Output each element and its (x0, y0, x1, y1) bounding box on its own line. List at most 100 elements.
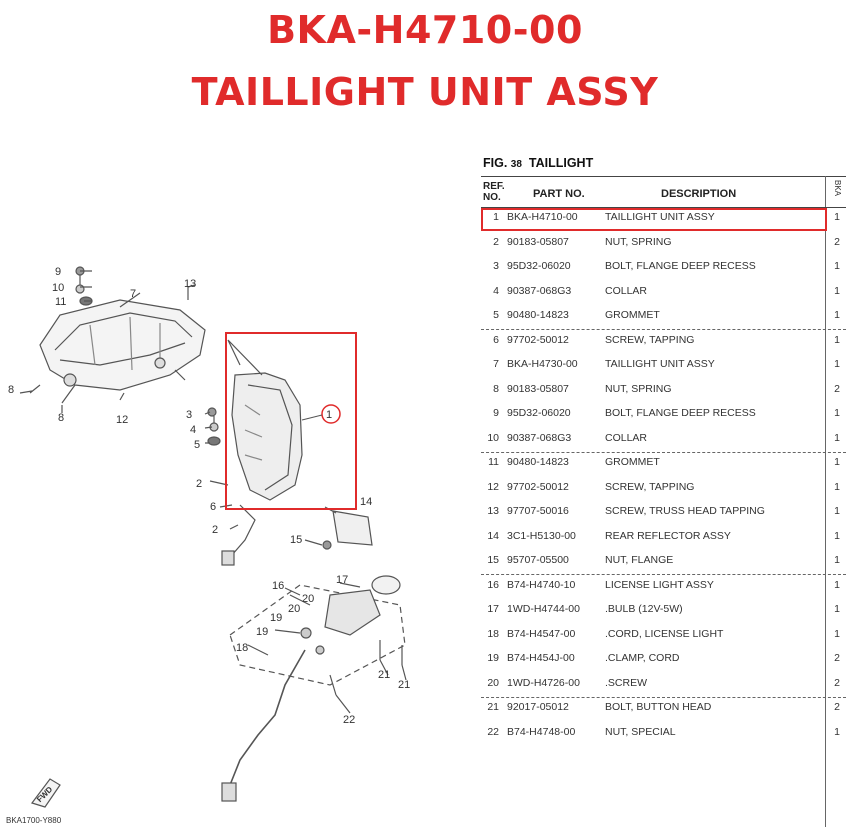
cell-qty: 1 (834, 725, 840, 738)
cell-desc: NUT, SPRING (605, 235, 672, 248)
callout-14: 14 (360, 496, 372, 508)
table-column-rule (825, 176, 826, 827)
cell-part: 1WD-H4726-00 (507, 676, 580, 689)
table-row: 12 97702-50012 SCREW, TAPPING 1 (481, 481, 846, 499)
cell-desc: BOLT, BUTTON HEAD (605, 701, 712, 713)
cell-ref: 10 (487, 431, 499, 444)
cell-part: B74-H4748-00 (507, 725, 576, 738)
cell-desc: BOLT, FLANGE DEEP RECESS (605, 260, 756, 272)
cell-desc: SCREW, TRUSS HEAD TAPPING (605, 505, 765, 517)
callout-19: 19 (256, 626, 268, 638)
cell-ref: 21 (487, 701, 499, 713)
exploded-parts-diagram: 1 2 2 3 4 5 6 7 8 8 9 10 11 12 13 14 15 … (6, 266, 410, 825)
header-rule (481, 207, 846, 208)
cell-part: 3C1-H5130-00 (507, 529, 576, 542)
callout-1: 1 (326, 409, 332, 421)
cell-part: B74-H4740-10 (507, 578, 576, 591)
cell-ref: 1 (493, 211, 499, 223)
callout-2: 2 (196, 478, 202, 490)
group-divider-4 (481, 697, 846, 698)
cell-ref: 14 (487, 529, 499, 542)
cell-desc: COLLAR (605, 431, 648, 444)
cell-qty: 1 (834, 333, 840, 346)
cell-part: 90183-05807 (507, 235, 569, 248)
col-model-header: BKA (833, 180, 842, 197)
cell-qty: 1 (834, 529, 840, 542)
cell-desc: NUT, SPECIAL (605, 725, 676, 738)
callout-4: 4 (190, 424, 196, 436)
cell-part: 97702-50012 (507, 333, 569, 346)
cell-qty: 1 (834, 578, 840, 591)
cell-qty: 1 (834, 554, 840, 566)
callout-20b: 20 (302, 593, 314, 605)
callout-21b: 21 (398, 679, 410, 691)
cell-qty: 1 (834, 284, 840, 297)
cell-part: 97702-50012 (507, 480, 569, 493)
cell-ref: 15 (487, 554, 499, 566)
callout-8: 8 (8, 384, 14, 396)
cell-ref: 11 (488, 456, 499, 468)
callout-18: 18 (236, 642, 248, 654)
cell-qty: 1 (834, 260, 840, 272)
callout-5: 5 (194, 439, 200, 451)
cell-ref: 12 (487, 480, 499, 493)
cell-part: 95D32-06020 (507, 407, 571, 419)
cell-part: 90387-068G3 (507, 284, 572, 297)
cell-desc: .SCREW (605, 676, 647, 689)
cell-qty: 1 (834, 505, 840, 517)
cell-desc: SCREW, TAPPING (605, 333, 695, 346)
table-top-rule (481, 176, 846, 177)
group-divider-1 (481, 329, 846, 330)
cell-part: 95707-05500 (507, 554, 569, 566)
callout-22: 22 (343, 714, 355, 726)
cell-part: 1WD-H4744-00 (507, 603, 580, 615)
cell-desc: .CORD, LICENSE LIGHT (605, 627, 724, 640)
cell-ref: 22 (487, 725, 499, 738)
cell-desc: SCREW, TAPPING (605, 480, 695, 493)
cell-qty: 1 (834, 456, 840, 468)
callout-10: 10 (52, 282, 64, 294)
cell-part: BKA-H4710-00 (507, 211, 578, 223)
callout-16: 16 (272, 580, 284, 592)
callout-19b: 19 (270, 612, 282, 624)
cell-ref: 2 (493, 235, 499, 248)
cell-desc: NUT, SPRING (605, 382, 672, 395)
cell-qty: 2 (834, 652, 840, 664)
cell-qty: 2 (834, 235, 840, 248)
cell-ref: 18 (487, 627, 499, 640)
callout-21: 21 (378, 669, 390, 681)
part-name-title: TAILLIGHT UNIT ASSY (191, 70, 659, 114)
diagram-code: BKA1700-Y880 (6, 816, 62, 825)
cell-desc: .BULB (12V-5W) (605, 603, 683, 615)
cell-part: 90480-14823 (507, 456, 569, 468)
part-number-title: BKA-H4710-00 (267, 8, 583, 52)
cell-part: BKA-H4730-00 (507, 358, 578, 370)
callout-3: 3 (186, 409, 192, 421)
callout-12: 12 (116, 414, 128, 426)
cell-desc: NUT, FLANGE (605, 554, 674, 566)
cell-part: 97707-50016 (507, 505, 569, 517)
callout-11: 11 (55, 296, 66, 308)
highlighted-row-box (481, 208, 827, 231)
cell-ref: 20 (487, 676, 499, 689)
cell-qty: 1 (834, 358, 840, 370)
cell-part: B74-H454J-00 (507, 652, 575, 664)
cell-ref: 5 (493, 309, 499, 321)
callout-17: 17 (336, 574, 348, 586)
callout-7: 7 (130, 288, 136, 300)
cell-qty: 1 (834, 480, 840, 493)
